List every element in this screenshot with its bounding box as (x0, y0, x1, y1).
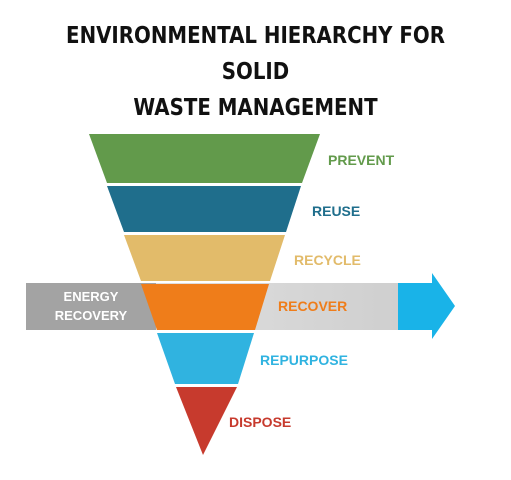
tier-reuse (107, 186, 301, 232)
energy-recovery-box (26, 283, 156, 330)
tier-prevent (89, 134, 320, 183)
tier-label-recycle: RECYCLE (294, 252, 361, 268)
tier-label-recover: RECOVER (278, 298, 347, 314)
energy-recovery-label-line-1: ENERGY (64, 289, 119, 304)
title-line-2: WASTE MANAGEMENT (133, 95, 378, 121)
tier-recycle (124, 235, 285, 281)
tier-dispose (176, 387, 237, 455)
tier-label-prevent: PREVENT (328, 152, 395, 168)
title-line-1: ENVIRONMENTAL HIERARCHY FOR SOLID (66, 23, 445, 85)
tier-repurpose (157, 333, 254, 384)
tier-recover (141, 284, 269, 330)
energy-recovery-arrow (398, 273, 455, 339)
tier-label-reuse: REUSE (312, 203, 360, 219)
tier-label-repurpose: REPURPOSE (260, 352, 348, 368)
energy-recovery-label-line-2: RECOVERY (55, 308, 128, 323)
page-title: ENVIRONMENTAL HIERARCHY FOR SOLID WASTE … (36, 18, 475, 126)
tier-label-dispose: DISPOSE (229, 414, 291, 430)
